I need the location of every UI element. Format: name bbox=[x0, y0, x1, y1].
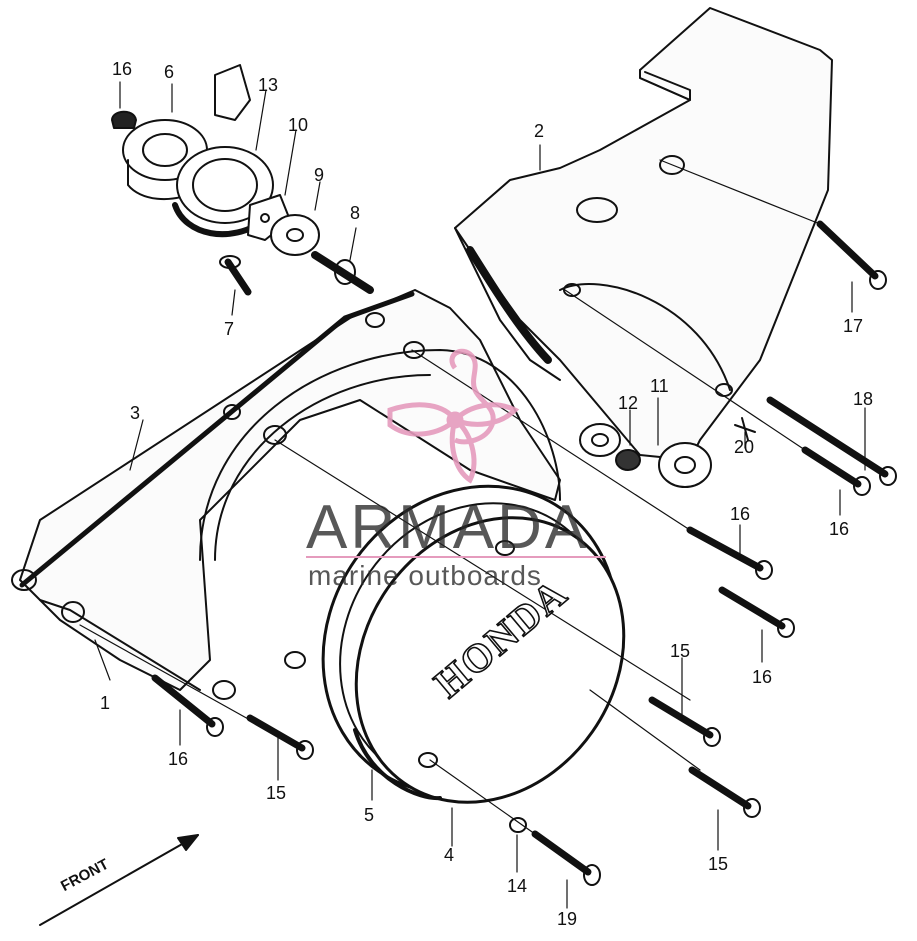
callout-6: 6 bbox=[164, 62, 175, 82]
screw-part-16-d bbox=[151, 674, 224, 737]
callout-3: 3 bbox=[130, 403, 141, 423]
watermark-subtitle: marine outboards bbox=[308, 560, 542, 591]
screw-part-15-a bbox=[648, 696, 721, 747]
callout-13: 13 bbox=[258, 75, 279, 95]
callout-10: 10 bbox=[288, 115, 309, 135]
front-arrow-icon bbox=[39, 834, 199, 926]
screw-part-16-c bbox=[718, 586, 795, 638]
callout-16-c: 16 bbox=[752, 667, 773, 687]
callout-19: 19 bbox=[557, 909, 578, 929]
callout-5: 5 bbox=[364, 805, 375, 825]
callout-1: 1 bbox=[100, 693, 111, 713]
cap-part-21 bbox=[111, 110, 137, 129]
callout-16-b: 16 bbox=[730, 504, 751, 524]
callout-15-c: 15 bbox=[266, 783, 287, 803]
callout-4: 4 bbox=[444, 845, 455, 865]
callout-9: 9 bbox=[314, 165, 325, 185]
bolt-part-8 bbox=[311, 251, 374, 294]
dowel-part-11 bbox=[658, 442, 712, 488]
callout-11: 11 bbox=[650, 376, 669, 396]
screw-part-7 bbox=[219, 255, 252, 296]
seahorse-propeller-logo-icon bbox=[387, 348, 520, 484]
callout-15-b: 15 bbox=[708, 854, 729, 874]
clip-part-20 bbox=[734, 417, 756, 441]
callout-7: 7 bbox=[224, 319, 235, 339]
callout-21: 16 bbox=[112, 59, 133, 79]
watermark-divider bbox=[306, 556, 606, 558]
collar-part-12 bbox=[579, 423, 641, 471]
screw-part-16-b bbox=[686, 526, 773, 580]
callout-2: 2 bbox=[534, 121, 545, 141]
leader-lines bbox=[79, 81, 866, 909]
ring-part-13 bbox=[172, 146, 274, 238]
honda-cover-part-4 bbox=[353, 516, 626, 804]
washer-part-14 bbox=[509, 817, 527, 833]
screw-part-15-b bbox=[688, 766, 761, 818]
callout-16-d: 16 bbox=[168, 749, 189, 769]
screw-part-18 bbox=[766, 396, 897, 486]
callout-17: 17 bbox=[843, 316, 864, 336]
screw-part-17 bbox=[816, 220, 887, 290]
rear-cover-part-2 bbox=[454, 7, 833, 461]
collar-part-9 bbox=[270, 214, 320, 256]
watermark-title: ARMADA bbox=[306, 493, 590, 562]
callout-18: 18 bbox=[853, 389, 874, 409]
callout-20: 20 bbox=[734, 437, 755, 457]
screw-part-15-c bbox=[246, 714, 314, 760]
screw-part-19 bbox=[531, 830, 601, 886]
callout-15-a: 15 bbox=[670, 641, 691, 661]
callout-8: 8 bbox=[350, 203, 361, 223]
case-cover-part-3 bbox=[11, 289, 561, 700]
callout-14: 14 bbox=[507, 876, 528, 896]
callout-16-a: 16 bbox=[829, 519, 850, 539]
callout-12: 12 bbox=[618, 393, 639, 413]
